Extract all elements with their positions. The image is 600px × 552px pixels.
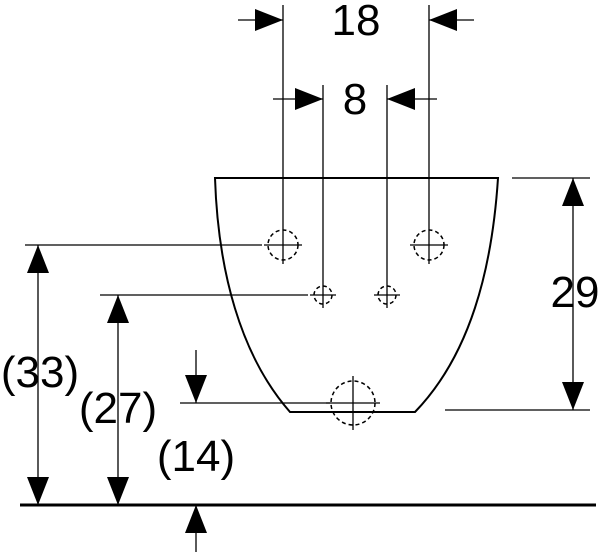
middle-fixing-hole-left bbox=[310, 282, 336, 308]
dimension-height: 29 bbox=[445, 177, 600, 411]
dimension-label-29: 29 bbox=[551, 268, 600, 317]
dimension-label-27: (27) bbox=[79, 384, 157, 433]
dimension-label-18: 18 bbox=[332, 0, 381, 45]
upper-fixing-hole-right bbox=[410, 226, 448, 264]
dimension-upper-hole-height: (33) bbox=[1, 244, 262, 505]
dimension-label-33: (33) bbox=[1, 348, 79, 397]
dimension-outer-spacing: 18 bbox=[238, 0, 474, 45]
dimension-label-8: 8 bbox=[343, 75, 367, 124]
dimension-drain-height: (14) bbox=[157, 350, 330, 552]
upper-fixing-hole-left bbox=[264, 226, 302, 264]
dimension-label-14: (14) bbox=[157, 432, 235, 481]
bidet-body-outline bbox=[213, 177, 500, 413]
dimension-middle-hole-height: (27) bbox=[79, 294, 308, 505]
dimension-inner-spacing: 8 bbox=[273, 75, 437, 124]
middle-fixing-hole-right bbox=[374, 282, 400, 308]
drain-hole bbox=[326, 376, 380, 430]
